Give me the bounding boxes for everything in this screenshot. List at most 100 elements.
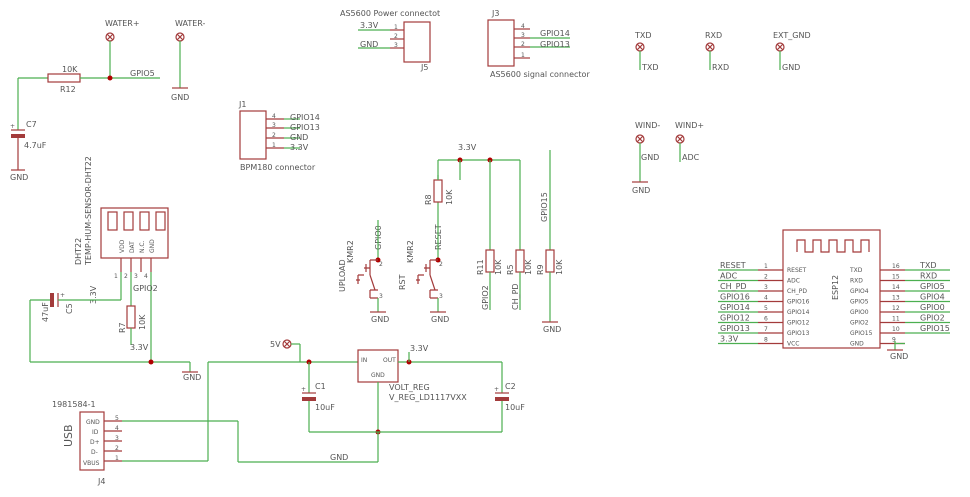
- txd-terminal-icon: [635, 42, 645, 52]
- r5-label: R5: [506, 264, 515, 275]
- j3-pin-2: 2: [521, 41, 525, 48]
- wind-minus-net: GND: [641, 153, 659, 162]
- esp12-right-pin-number: 9: [892, 337, 896, 344]
- j1-connector: J1 4 3 2 1 GPIO14 GPIO13 GND 3.3V BPM180…: [238, 100, 320, 172]
- esp12-right-net: GPIO2: [920, 314, 945, 323]
- wind-gnd-label: GND: [632, 186, 650, 195]
- as5600-power-label: AS5600 Power connectot: [340, 9, 440, 18]
- rxd-terminal-label: RXD: [705, 31, 722, 40]
- reset-button-section: RESET KMR2 RST 2 3 GND: [398, 160, 449, 324]
- c1-label: C1: [315, 382, 326, 391]
- dht22-pin-1: 1: [114, 273, 118, 280]
- j3-connector: J3 4 3 2 1 GPIO14 GPIO13 AS5600 signal c…: [487, 9, 590, 79]
- rxd-net: RXD: [712, 63, 729, 72]
- r9-net-gpio15: GPIO15: [540, 192, 549, 222]
- esp12-left-pin-name: GPIO13: [787, 330, 810, 337]
- usb-pin-5: 5: [115, 415, 119, 422]
- j3-label: J3: [491, 9, 499, 18]
- j4-label: J4: [97, 477, 105, 486]
- upload-kmr2-label: KMR2: [346, 240, 355, 263]
- j3-net-gpio14: GPIO14: [540, 29, 570, 38]
- vr-gnd-label: GND: [371, 372, 385, 379]
- j1-net-gpio13: GPIO13: [290, 123, 320, 132]
- esp12-left-pin-name: CH_PD: [787, 288, 807, 295]
- rst-label: RST: [398, 274, 407, 290]
- upload-gnd-label: GND: [371, 315, 389, 324]
- usb-pin-2: 2: [115, 445, 119, 452]
- r11-resistor: [485, 249, 495, 273]
- esp12-left-pin-number: 6: [764, 316, 768, 323]
- j1-net-gpio14: GPIO14: [290, 113, 320, 122]
- esp12-left-pin-name: RESET: [787, 267, 807, 274]
- r11-value: 10K: [494, 259, 503, 275]
- usb-gnd-pin: GND: [86, 419, 100, 426]
- usb-pin-4: 4: [115, 425, 119, 432]
- esp12-left-pin-name: GPIO14: [787, 309, 810, 316]
- esp12-module: ESP12: [782, 229, 881, 349]
- j1-pin-3: 3: [272, 122, 276, 129]
- esp12-right-net: TXD: [919, 261, 937, 270]
- svg-text:3: 3: [379, 293, 383, 300]
- esp12-left-pin-number: 3: [764, 284, 768, 291]
- water-minus-terminal-icon: [175, 32, 185, 42]
- esp12-left-pin-number: 7: [764, 326, 768, 333]
- usb-part-label: 1981584-1: [52, 400, 96, 409]
- usb-id-pin: ID: [92, 429, 99, 436]
- dht22-dat: DAT: [129, 241, 136, 253]
- j1-pin-4: 4: [272, 113, 276, 120]
- c2-value: 10uF: [505, 403, 525, 412]
- r12-label: R12: [60, 85, 76, 94]
- esp12-right-pin-name: RXD: [850, 278, 863, 285]
- v-reg-part-label: V_REG_LD1117VXX: [389, 393, 467, 402]
- dht22-pin-2: 2: [124, 273, 128, 280]
- svg-text:+: +: [494, 386, 499, 393]
- dht22-sensor: [100, 207, 169, 259]
- esp12-left-net: GPIO14: [720, 303, 750, 312]
- usb-vbus-pin: VBUS: [83, 460, 100, 467]
- volt-reg-label: VOLT_REG: [389, 383, 430, 392]
- esp12-right-pin-number: 14: [892, 284, 900, 291]
- esp12-left-pin-number: 4: [764, 295, 768, 302]
- c7-gnd-label: GND: [10, 173, 28, 182]
- serial-terminals: TXD RXD EXT_GND TXD RXD GND: [634, 31, 811, 72]
- wind-minus-terminal-icon: [635, 134, 645, 144]
- j1-pin-2: 2: [272, 132, 276, 139]
- volt-reg: [357, 349, 399, 383]
- j5-net-3v3: 3.3V: [360, 21, 379, 30]
- j5-net-gnd: GND: [360, 40, 378, 49]
- water-sensor-section: WATER+ WATER- GND 10K R12 GPIO5 + C7 4.7…: [10, 19, 206, 182]
- esp12-left-net: RESET: [720, 261, 746, 270]
- usb-dp-pin: D+: [90, 439, 100, 446]
- r11-label: R11: [476, 259, 485, 275]
- wind-plus-net: ADC: [682, 153, 700, 162]
- esp12-right-pin-number: 10: [892, 326, 900, 333]
- r12-net-gpio5: GPIO5: [130, 69, 155, 78]
- esp12-right-pin-name: TXD: [849, 267, 863, 274]
- reset-gnd-label: GND: [431, 315, 449, 324]
- dht22-vdd: VDD: [119, 239, 126, 253]
- esp12-right-pin-number: 11: [892, 316, 900, 323]
- svg-text:+: +: [60, 292, 65, 299]
- r8-resistor: [433, 179, 443, 203]
- esp12-left-pin-number: 5: [764, 305, 768, 312]
- dht22-pin-3: 3: [134, 273, 138, 280]
- dht22-label: DHT22: [74, 238, 83, 265]
- r11-net-gpio2: GPIO2: [481, 285, 490, 310]
- v5-terminal-icon: [282, 339, 292, 349]
- r7-label: R7: [118, 322, 127, 333]
- usb-net-gnd: GND: [330, 453, 348, 462]
- esp12-right-pin-name: GPIO0: [850, 309, 869, 316]
- esp12-right-net: GPIO15: [920, 324, 950, 333]
- esp12-right-pin-name: GPIO5: [850, 299, 869, 306]
- pullup-net-3v3: 3.3V: [458, 143, 477, 152]
- usb-pin-1: 1: [115, 455, 119, 462]
- c7-label: C7: [26, 120, 37, 129]
- j5-pin-3: 3: [394, 42, 398, 49]
- water-plus-terminal-icon: [105, 32, 115, 42]
- r12-resistor: [47, 73, 81, 83]
- upload-label: UPLOAD: [338, 259, 347, 292]
- esp12-left-pin-number: 8: [764, 337, 768, 344]
- j3-pin-3: 3: [521, 32, 525, 39]
- dht22-gnd-label: GND: [183, 373, 201, 382]
